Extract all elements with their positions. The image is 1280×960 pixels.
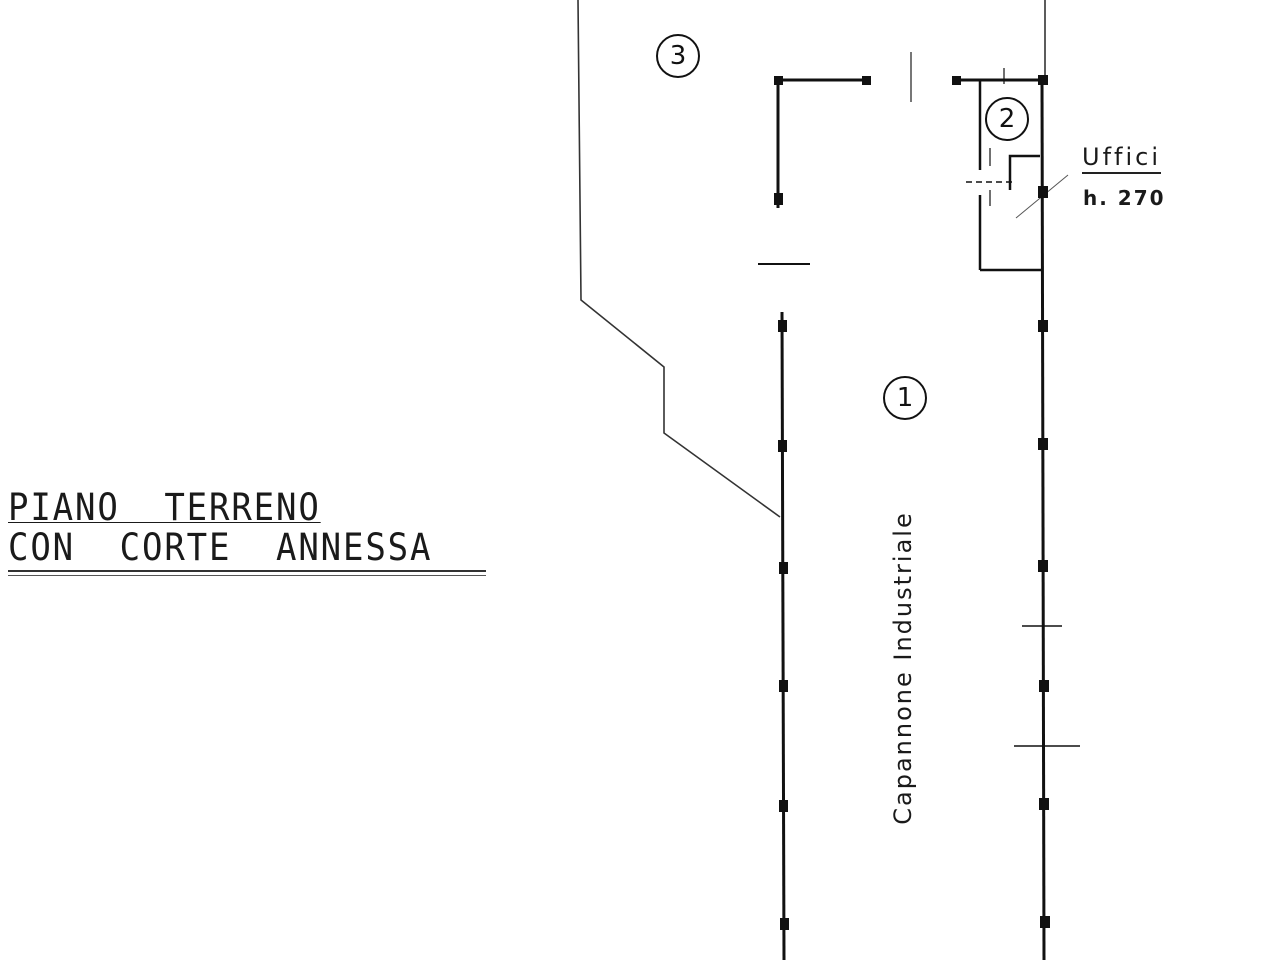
hall-pillars bbox=[778, 186, 1050, 930]
offices-label: Uffici bbox=[1082, 143, 1161, 174]
title-underline-thick bbox=[8, 570, 486, 572]
area-2-badge: 2 bbox=[985, 97, 1029, 141]
title-line-2: CON CORTE ANNESSA bbox=[8, 526, 433, 569]
area-3-walls bbox=[758, 52, 1045, 265]
offices-height-label: h. 270 bbox=[1083, 186, 1166, 210]
title-underline-thin bbox=[8, 575, 486, 576]
courtyard-boundary bbox=[577, 0, 1046, 518]
hall-walls bbox=[780, 79, 1080, 960]
area-3-badge: 3 bbox=[656, 34, 700, 78]
offices-walls bbox=[966, 68, 1069, 272]
drawing-title: PIANO TERRENO CON CORTE ANNESSA bbox=[8, 488, 488, 576]
industrial-hall-label: Capannone Industriale bbox=[889, 511, 917, 825]
title-line-1: PIANO TERRENO bbox=[8, 486, 321, 529]
area-1-badge: 1 bbox=[883, 376, 927, 420]
